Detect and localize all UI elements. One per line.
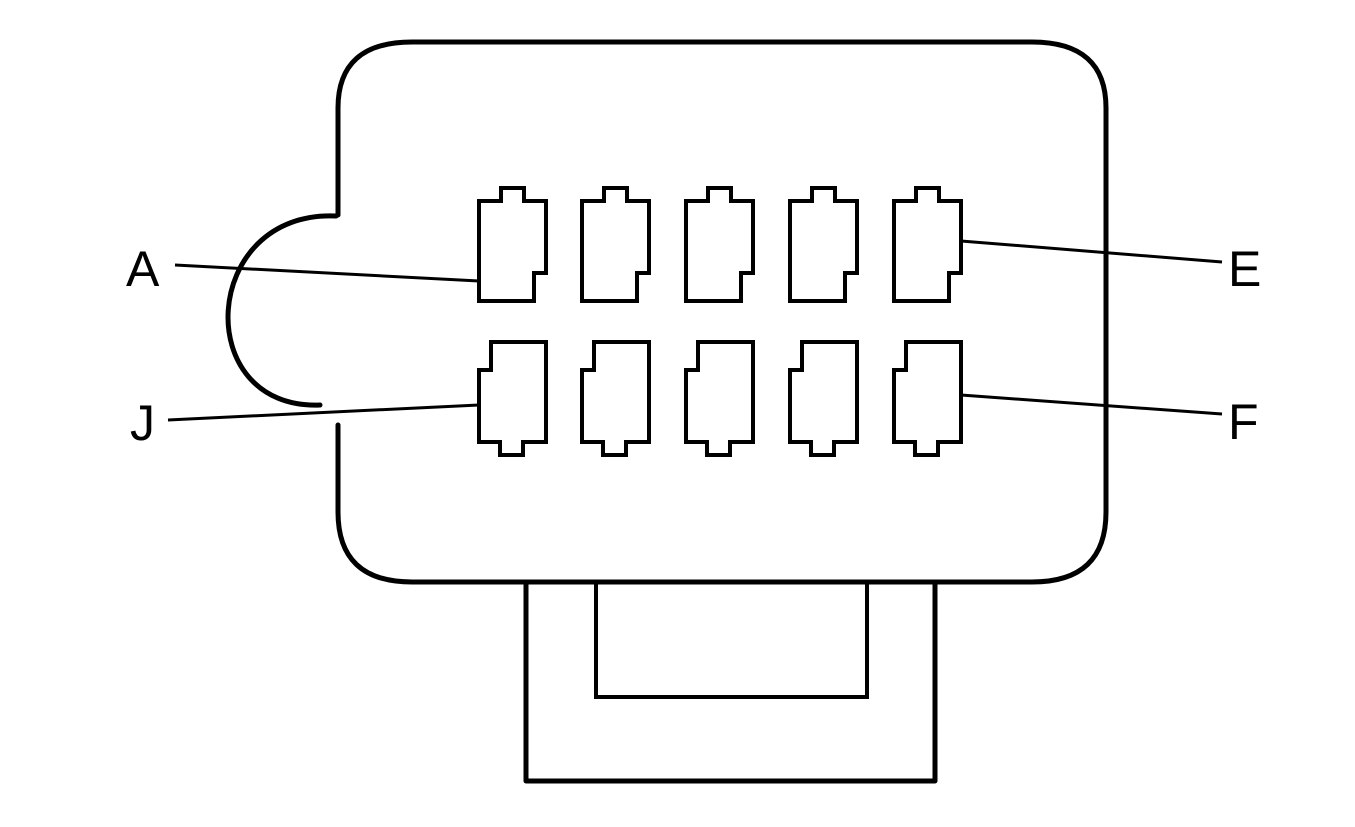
- label-j: J: [130, 395, 155, 451]
- bottom-row-cavities: [477, 340, 963, 457]
- cavity-4: [788, 186, 859, 303]
- cavity-a: [477, 186, 548, 303]
- leader-line-a: [174, 263, 480, 283]
- leader-line-f: [960, 393, 1223, 416]
- cavity-j: [477, 340, 548, 457]
- cavity-3: [684, 186, 755, 303]
- cavity-8: [684, 340, 755, 457]
- label-a: A: [126, 241, 160, 297]
- connector-body: [335, 39, 1109, 585]
- label-f: F: [1228, 394, 1259, 450]
- cavity-e: [892, 186, 963, 303]
- leader-line-j: [167, 403, 480, 422]
- top-row-cavities: [477, 186, 963, 303]
- cavity-2: [580, 186, 651, 303]
- key-bump: [225, 213, 339, 408]
- leader-line-e: [960, 239, 1223, 264]
- cavity-7: [788, 340, 859, 457]
- latch-tab-inner: [594, 582, 869, 699]
- cavity-9: [580, 340, 651, 457]
- label-e: E: [1228, 241, 1261, 297]
- cavity-f: [892, 340, 963, 457]
- latch-tab-outer: [523, 579, 938, 784]
